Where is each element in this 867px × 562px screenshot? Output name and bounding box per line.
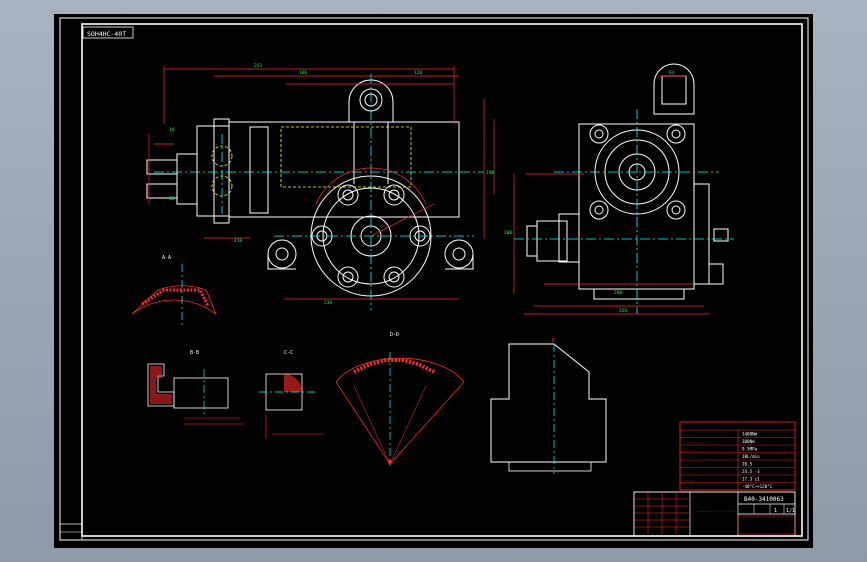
cad-drawing-canvas[interactable]: SOH4HC-40T (54, 14, 813, 548)
tech-row-label: .......... (684, 439, 709, 444)
svg-text:110: 110 (234, 238, 242, 244)
outer-frame (59, 17, 809, 541)
tech-row-label: .... (684, 462, 694, 467)
svg-text:256: 256 (619, 308, 627, 314)
section-b-b-label: B-B (190, 350, 199, 356)
svg-text:200: 200 (614, 290, 622, 296)
tech-row-value: 1400Nm (742, 432, 758, 437)
side-view-dimensions (513, 75, 709, 315)
front-view-dimensions (148, 66, 495, 300)
drawing-number: B40-3410063 (744, 496, 784, 503)
side-view (526, 63, 729, 300)
tech-parameter-table: ...... 1400Nm.......... 300Nm...... 9.5MPa.… (679, 421, 796, 491)
tech-row-label: .... (684, 477, 694, 482)
tech-row-value: 9.5MPa (742, 447, 758, 452)
inner-frame (81, 23, 803, 537)
section-c-c: C-C (259, 350, 324, 439)
side-view-centerlines (514, 109, 734, 314)
svg-text:230: 230 (324, 300, 332, 306)
front-view (146, 79, 474, 297)
svg-text:64: 64 (669, 70, 675, 76)
tech-row-label: ...... (684, 447, 699, 452)
svg-text:1B: 1B (169, 196, 175, 202)
side-view-text: 64 200 256 200 (504, 70, 675, 314)
tech-row-label: ...... (684, 432, 699, 437)
svg-text:253: 253 (254, 63, 262, 69)
tech-row-value: -40°C~+120°C (742, 484, 773, 489)
svg-text:166: 166 (299, 70, 307, 76)
section-b-b: B-B (147, 350, 244, 425)
front-view-hidden (211, 126, 412, 197)
front-view-text: 253 166 120 1A 1B 230 198 110 (169, 63, 494, 306)
tech-row-value: 17.3 ±1 (742, 477, 760, 482)
engineering-drawing: SOH4HC-40T (59, 17, 809, 541)
title-tag: SOH4HC-40T (87, 30, 126, 38)
tech-row-value: 20.5 (742, 462, 753, 467)
company-blurb: .............. (697, 509, 735, 514)
detail-d-d: D-D (335, 332, 465, 466)
svg-text:200: 200 (504, 230, 512, 236)
svg-text:120: 120 (414, 70, 422, 76)
section-c-c-label: C-C (284, 350, 293, 356)
view-p-label: P (552, 338, 555, 344)
title-block-sheet: 1/1 (786, 508, 795, 514)
front-view-centerlines (154, 74, 484, 310)
bottom-left-box (59, 523, 83, 541)
svg-text:198: 198 (486, 170, 494, 176)
tech-row-label: ... (684, 484, 692, 489)
section-a-a: A-A (131, 255, 217, 326)
title-block: B40-3410063 1 1/1 .............. (633, 491, 796, 537)
tech-row-value: 300Nm (742, 439, 755, 444)
tech-row-label: ... (684, 469, 692, 474)
tech-row-label: ...... (684, 454, 699, 459)
tech-row-value: 24.5 -3 (742, 469, 760, 474)
svg-text:1A: 1A (169, 127, 175, 133)
detail-d-d-label: D-D (390, 332, 399, 338)
title-block-scale: 1 (774, 508, 777, 514)
title-tag-box (82, 26, 134, 39)
section-a-a-label: A-A (162, 255, 171, 261)
view-p: P (490, 338, 607, 474)
tech-row-value: 10L/min (742, 454, 760, 459)
